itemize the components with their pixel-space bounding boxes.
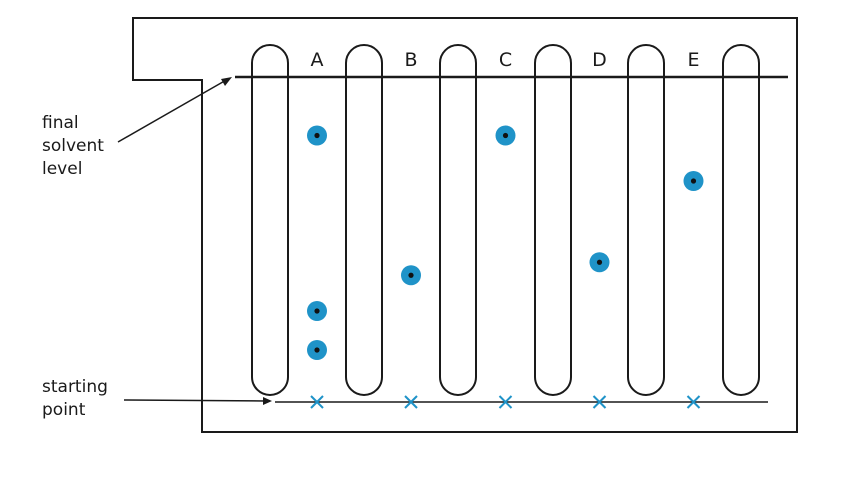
start-cross-a [310,395,324,409]
spot-c-5 [495,125,516,146]
start-cross-b [404,395,418,409]
starting-point-arrowhead [263,397,272,405]
separator-strip-5 [627,44,665,396]
final-level-arrow [117,78,229,143]
separator-strip-2 [345,44,383,396]
separator-strip-1 [251,44,289,396]
spot-a-1 [307,125,327,146]
start-cross-d [592,395,607,409]
starting-point-label: starting point [42,376,108,422]
spot-a-2 [307,301,327,321]
lane-label-e: E [687,49,699,71]
final-label-line-1: final [42,113,79,133]
final-label-line-3: level [42,159,83,179]
spot-a-3 [307,340,327,360]
final-level-arrowhead [221,77,232,86]
separator-strip-4 [534,44,572,396]
start-label-line-2: point [42,400,86,420]
spot-e-7 [683,171,704,191]
starting-point-arrow [123,399,267,402]
separator-strip-6 [722,44,760,396]
start-label-line-1: starting [42,377,108,397]
start-cross-c [498,395,513,409]
lane-label-a: A [311,49,324,71]
lane-labels: A B C D E [311,49,700,71]
lane-label-d: D [592,49,607,71]
chromatography-paper-outline [132,17,798,433]
lane-label-c: C [499,49,512,71]
lane-label-b: B [404,49,417,71]
start-cross-e [686,395,701,409]
start-markers [310,395,701,409]
separator-strips [251,44,760,396]
separator-strip-3 [439,44,477,396]
final-solvent-level-label: final solvent level [42,112,104,181]
spot-b-4 [401,265,421,286]
final-label-line-2: solvent [42,136,104,156]
spot-d-6 [589,252,610,273]
sample-spots [307,125,704,360]
